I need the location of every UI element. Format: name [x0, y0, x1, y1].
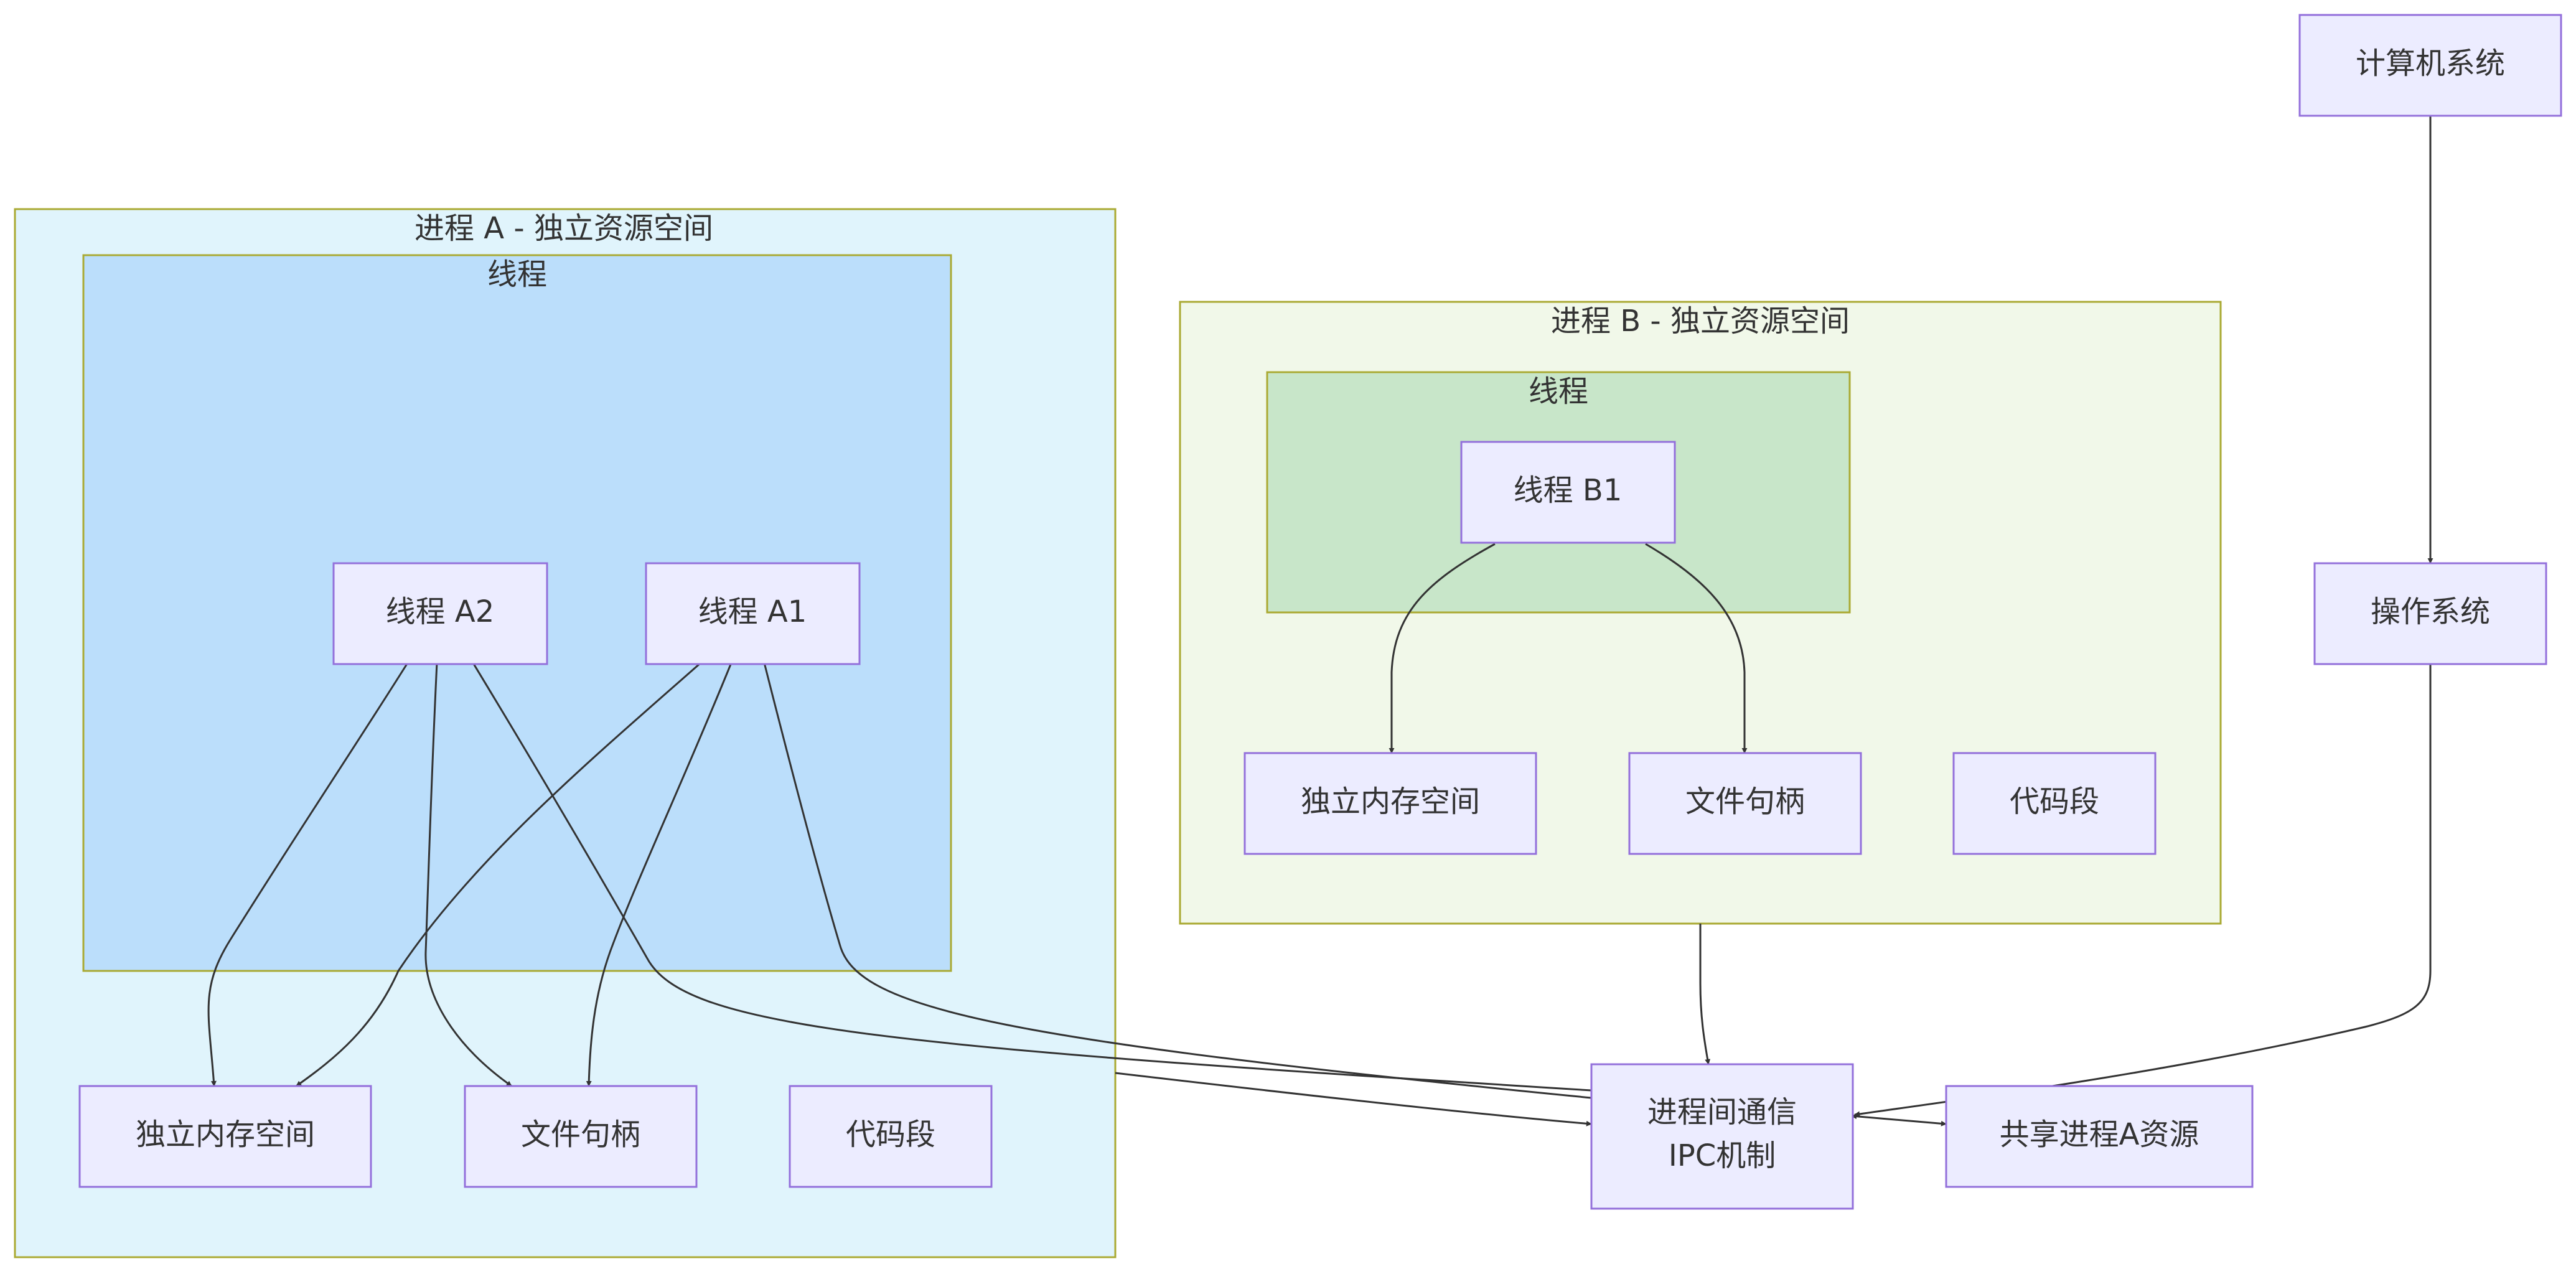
edge-process-a-to-ipc: [1115, 1072, 1592, 1126]
node-code-b-label: 代码段: [2010, 784, 2099, 819]
node-memory-a[interactable]: 独立内存空间: [78, 1085, 372, 1188]
cluster-thread-a-label: 线程: [487, 257, 547, 292]
edge-process-b-to-ipc: [1699, 924, 1711, 1065]
node-ipc-label-line2: IPC机制: [1669, 1138, 1776, 1173]
node-thread-a1[interactable]: 线程 A1: [645, 562, 861, 665]
node-ipc-label-line1: 进程间通信: [1647, 1095, 1797, 1130]
edge-a2-to-file: [424, 662, 512, 1087]
node-shared-resource-label: 共享进程A资源: [2000, 1117, 2199, 1152]
node-thread-b1-box: [1460, 441, 1676, 544]
node-file-b-label: 文件句柄: [1685, 784, 1805, 819]
node-code-b[interactable]: 代码段: [1952, 752, 2157, 855]
node-file-b-box: [1628, 752, 1862, 855]
edge-ipc-to-shared: [1851, 1113, 1947, 1126]
edge-a1-to-file: [586, 662, 733, 1087]
node-os-label: 操作系统: [2371, 594, 2490, 629]
node-os[interactable]: 操作系统: [2313, 562, 2547, 665]
node-ipc-box: [1590, 1063, 1854, 1210]
node-thread-b1-label: 线程 B1: [1514, 473, 1623, 508]
node-file-b[interactable]: 文件句柄: [1628, 752, 1862, 855]
node-ipc[interactable]: 进程间通信 IPC机制: [1590, 1063, 1854, 1210]
node-thread-a1-label: 线程 A1: [698, 594, 807, 629]
node-computer-system-label: 计算机系统: [2356, 46, 2505, 81]
node-code-a[interactable]: 代码段: [789, 1085, 993, 1188]
node-code-a-box: [789, 1085, 993, 1188]
node-memory-a-box: [78, 1085, 372, 1188]
cluster-process-a-label: 进程 A - 独立资源空间: [415, 211, 713, 246]
edges: [207, 116, 2433, 1126]
edge-b1-to-file: [1645, 543, 1748, 754]
node-memory-b-box: [1244, 752, 1537, 855]
node-code-b-box: [1952, 752, 2157, 855]
node-os-box: [2313, 562, 2547, 665]
cluster-thread-b-label: 线程: [1529, 374, 1588, 409]
edge-a2-to-memory: [207, 662, 409, 1087]
node-file-a-box: [464, 1085, 698, 1188]
node-thread-a2[interactable]: 线程 A2: [332, 562, 548, 665]
edge-a1-to-memory: [296, 662, 701, 1087]
node-code-a-label: 代码段: [846, 1117, 935, 1152]
cluster-process-b-label: 进程 B - 独立资源空间: [1551, 304, 1850, 339]
node-thread-a1-box: [645, 562, 861, 665]
node-file-a[interactable]: 文件句柄: [464, 1085, 698, 1188]
node-thread-a2-box: [332, 562, 548, 665]
node-memory-b[interactable]: 独立内存空间: [1244, 752, 1537, 855]
edge-b1-to-memory: [1389, 543, 1496, 754]
node-computer-system[interactable]: 计算机系统: [2298, 14, 2562, 117]
node-shared-resource[interactable]: 共享进程A资源: [1945, 1085, 2254, 1188]
edge-a1-to-ipc: [763, 662, 1592, 1099]
node-thread-a2-label: 线程 A2: [386, 594, 495, 629]
node-shared-resource-box: [1945, 1085, 2254, 1188]
node-memory-a-label: 独立内存空间: [136, 1117, 315, 1152]
node-file-a-label: 文件句柄: [521, 1117, 640, 1152]
node-computer-system-box: [2298, 14, 2562, 117]
node-thread-b1[interactable]: 线程 B1: [1460, 441, 1676, 544]
node-memory-b-label: 独立内存空间: [1301, 784, 1480, 819]
